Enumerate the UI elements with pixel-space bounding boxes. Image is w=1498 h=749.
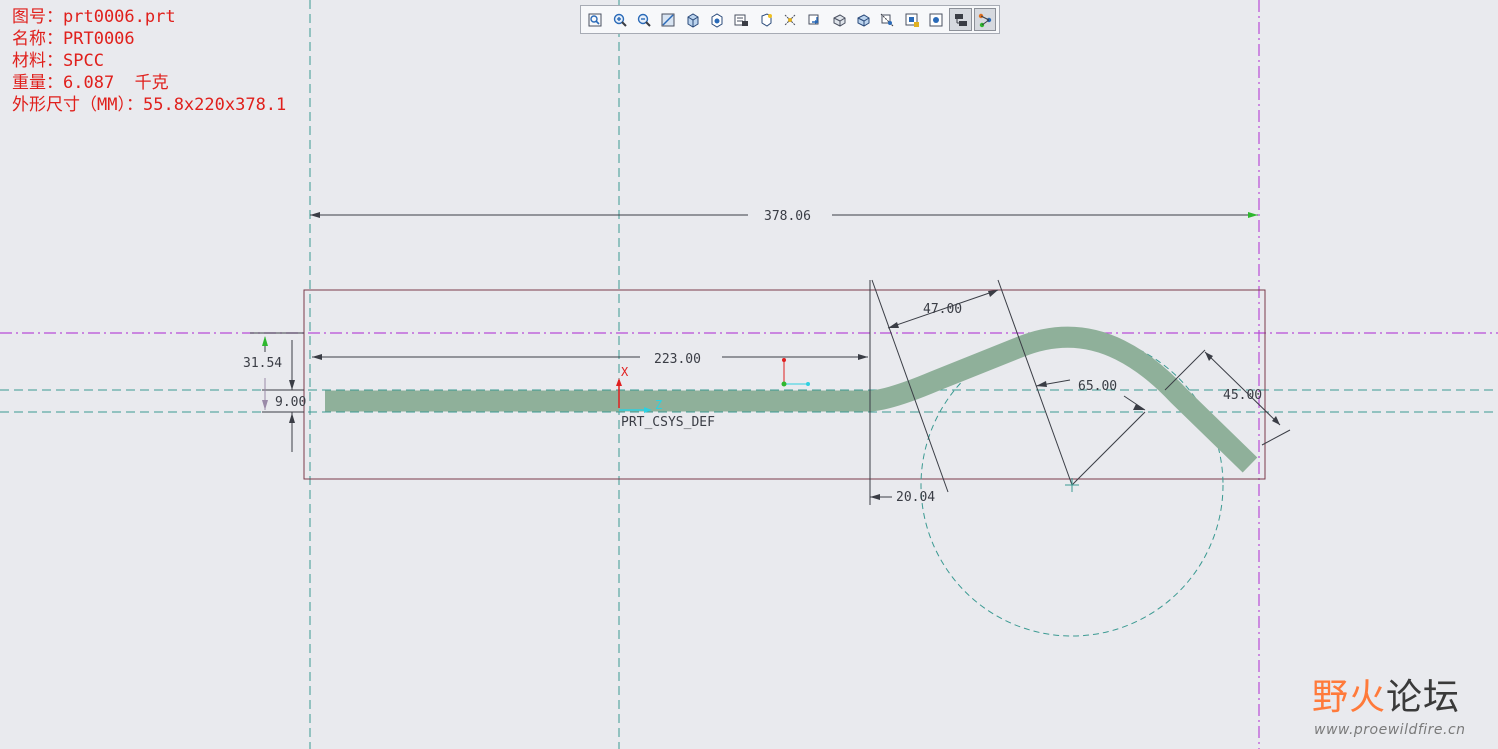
watermark-url: www.proewildfire.cn bbox=[1314, 722, 1466, 738]
part-name: PRT0006 bbox=[63, 29, 135, 49]
appearance-icon bbox=[929, 13, 943, 26]
dim-overall-length[interactable]: 378.06 bbox=[310, 209, 1258, 224]
extension-line-bend-diagonal bbox=[871, 279, 949, 493]
section-button[interactable] bbox=[730, 8, 752, 31]
forum-watermark: 野火论坛 www.proewildfire.cn bbox=[1312, 672, 1492, 742]
annotation-display-button[interactable] bbox=[901, 8, 923, 31]
repaint-button[interactable] bbox=[657, 8, 679, 31]
material: SPCC bbox=[63, 51, 104, 71]
weight: 6.087 千克 bbox=[63, 73, 169, 93]
model-info-panel: 图号：prt0006.prt 名称：PRT0006 材料：SPCC 重量：6.0… bbox=[12, 6, 286, 116]
spin-center-icon bbox=[784, 14, 796, 25]
datum-display-button[interactable] bbox=[803, 8, 825, 31]
center-mark bbox=[1065, 478, 1079, 492]
extension-line-bend-end bbox=[997, 279, 1073, 486]
datum-display-icon bbox=[808, 14, 820, 24]
size-row: 外形尺寸（MM）：55.8x220x378.1 bbox=[12, 95, 287, 115]
zoom-out-icon bbox=[637, 13, 651, 27]
appearance-button[interactable] bbox=[925, 8, 947, 31]
weight-row: 重量：6.087 千克 bbox=[12, 73, 169, 93]
view-manager-button[interactable] bbox=[755, 8, 777, 31]
model-tree-icon bbox=[954, 13, 967, 26]
saved-views-icon bbox=[711, 12, 723, 28]
view-orientation-button[interactable] bbox=[828, 8, 850, 31]
shading-button[interactable] bbox=[681, 8, 703, 31]
drag-handle-icon[interactable] bbox=[781, 358, 811, 387]
overall-size: 55.8x220x378.1 bbox=[142, 95, 287, 115]
material-row: 材料：SPCC bbox=[12, 51, 104, 71]
sketch-button[interactable] bbox=[973, 8, 997, 31]
view-toolbar bbox=[580, 5, 1000, 34]
display-style-icon bbox=[857, 13, 870, 27]
display-style-button[interactable] bbox=[852, 8, 874, 31]
repaint-icon bbox=[661, 13, 675, 26]
zoom-out-button[interactable] bbox=[633, 8, 655, 31]
dim-radius-text: 65.00 bbox=[1078, 379, 1117, 394]
bounding-box bbox=[303, 289, 1266, 480]
section-icon bbox=[734, 14, 749, 26]
csys-z-label: Z bbox=[655, 398, 662, 412]
dim-end-length-text: 45.00 bbox=[1223, 388, 1262, 403]
annotation-display-icon bbox=[905, 13, 919, 27]
watermark-title-rest: 论坛 bbox=[1386, 677, 1461, 718]
watermark-title: 野火论坛 bbox=[1312, 678, 1460, 718]
dim-thickness-text: 9.00 bbox=[275, 395, 306, 410]
dim-radius[interactable]: 65.00 bbox=[1035, 379, 1146, 486]
part-number-row: 图号：prt0006.prt bbox=[12, 7, 176, 27]
zoom-in-button[interactable] bbox=[608, 8, 630, 31]
part-number: prt0006.prt bbox=[63, 7, 176, 27]
dim-flat-length-text: 223.00 bbox=[654, 352, 701, 367]
dim-vertical-offset[interactable]: 31.54 bbox=[243, 332, 304, 390]
model-tree-button[interactable] bbox=[949, 8, 972, 31]
refit-icon bbox=[588, 13, 602, 26]
dim-bend-gap-text: 20.04 bbox=[896, 490, 935, 505]
perspective-icon bbox=[881, 13, 894, 26]
dim-overall-length-text: 378.06 bbox=[764, 209, 811, 224]
csys-label: PRT_CSYS_DEF bbox=[621, 415, 715, 430]
watermark-title-accent: 野火 bbox=[1312, 677, 1387, 718]
dim-flat-length[interactable]: 223.00 bbox=[312, 352, 868, 367]
saved-views-button[interactable] bbox=[706, 8, 728, 31]
dim-thickness[interactable]: 9.00 bbox=[262, 378, 306, 452]
coordinate-system[interactable]: X Z PRT_CSYS_DEF bbox=[616, 365, 715, 430]
dim-bend-length[interactable]: 47.00 bbox=[887, 289, 999, 329]
dim-bend-length-text: 47.00 bbox=[923, 302, 962, 317]
refit-button[interactable] bbox=[584, 8, 606, 31]
spin-center-button[interactable] bbox=[779, 8, 801, 31]
zoom-in-icon bbox=[613, 13, 627, 27]
dim-bend-gap[interactable]: 20.04 bbox=[870, 490, 935, 505]
sheet-metal-part[interactable] bbox=[325, 326, 1258, 473]
view-orientation-icon bbox=[833, 13, 846, 27]
part-name-row: 名称：PRT0006 bbox=[12, 29, 135, 49]
shading-with-edges-icon bbox=[687, 12, 699, 28]
sketch-icon bbox=[978, 13, 992, 27]
dim-end-length[interactable]: 45.00 bbox=[1164, 349, 1291, 446]
perspective-button[interactable] bbox=[876, 8, 898, 31]
dim-vertical-offset-text: 31.54 bbox=[243, 356, 282, 371]
csys-x-label: X bbox=[621, 365, 629, 379]
view-manager-icon bbox=[761, 12, 772, 27]
